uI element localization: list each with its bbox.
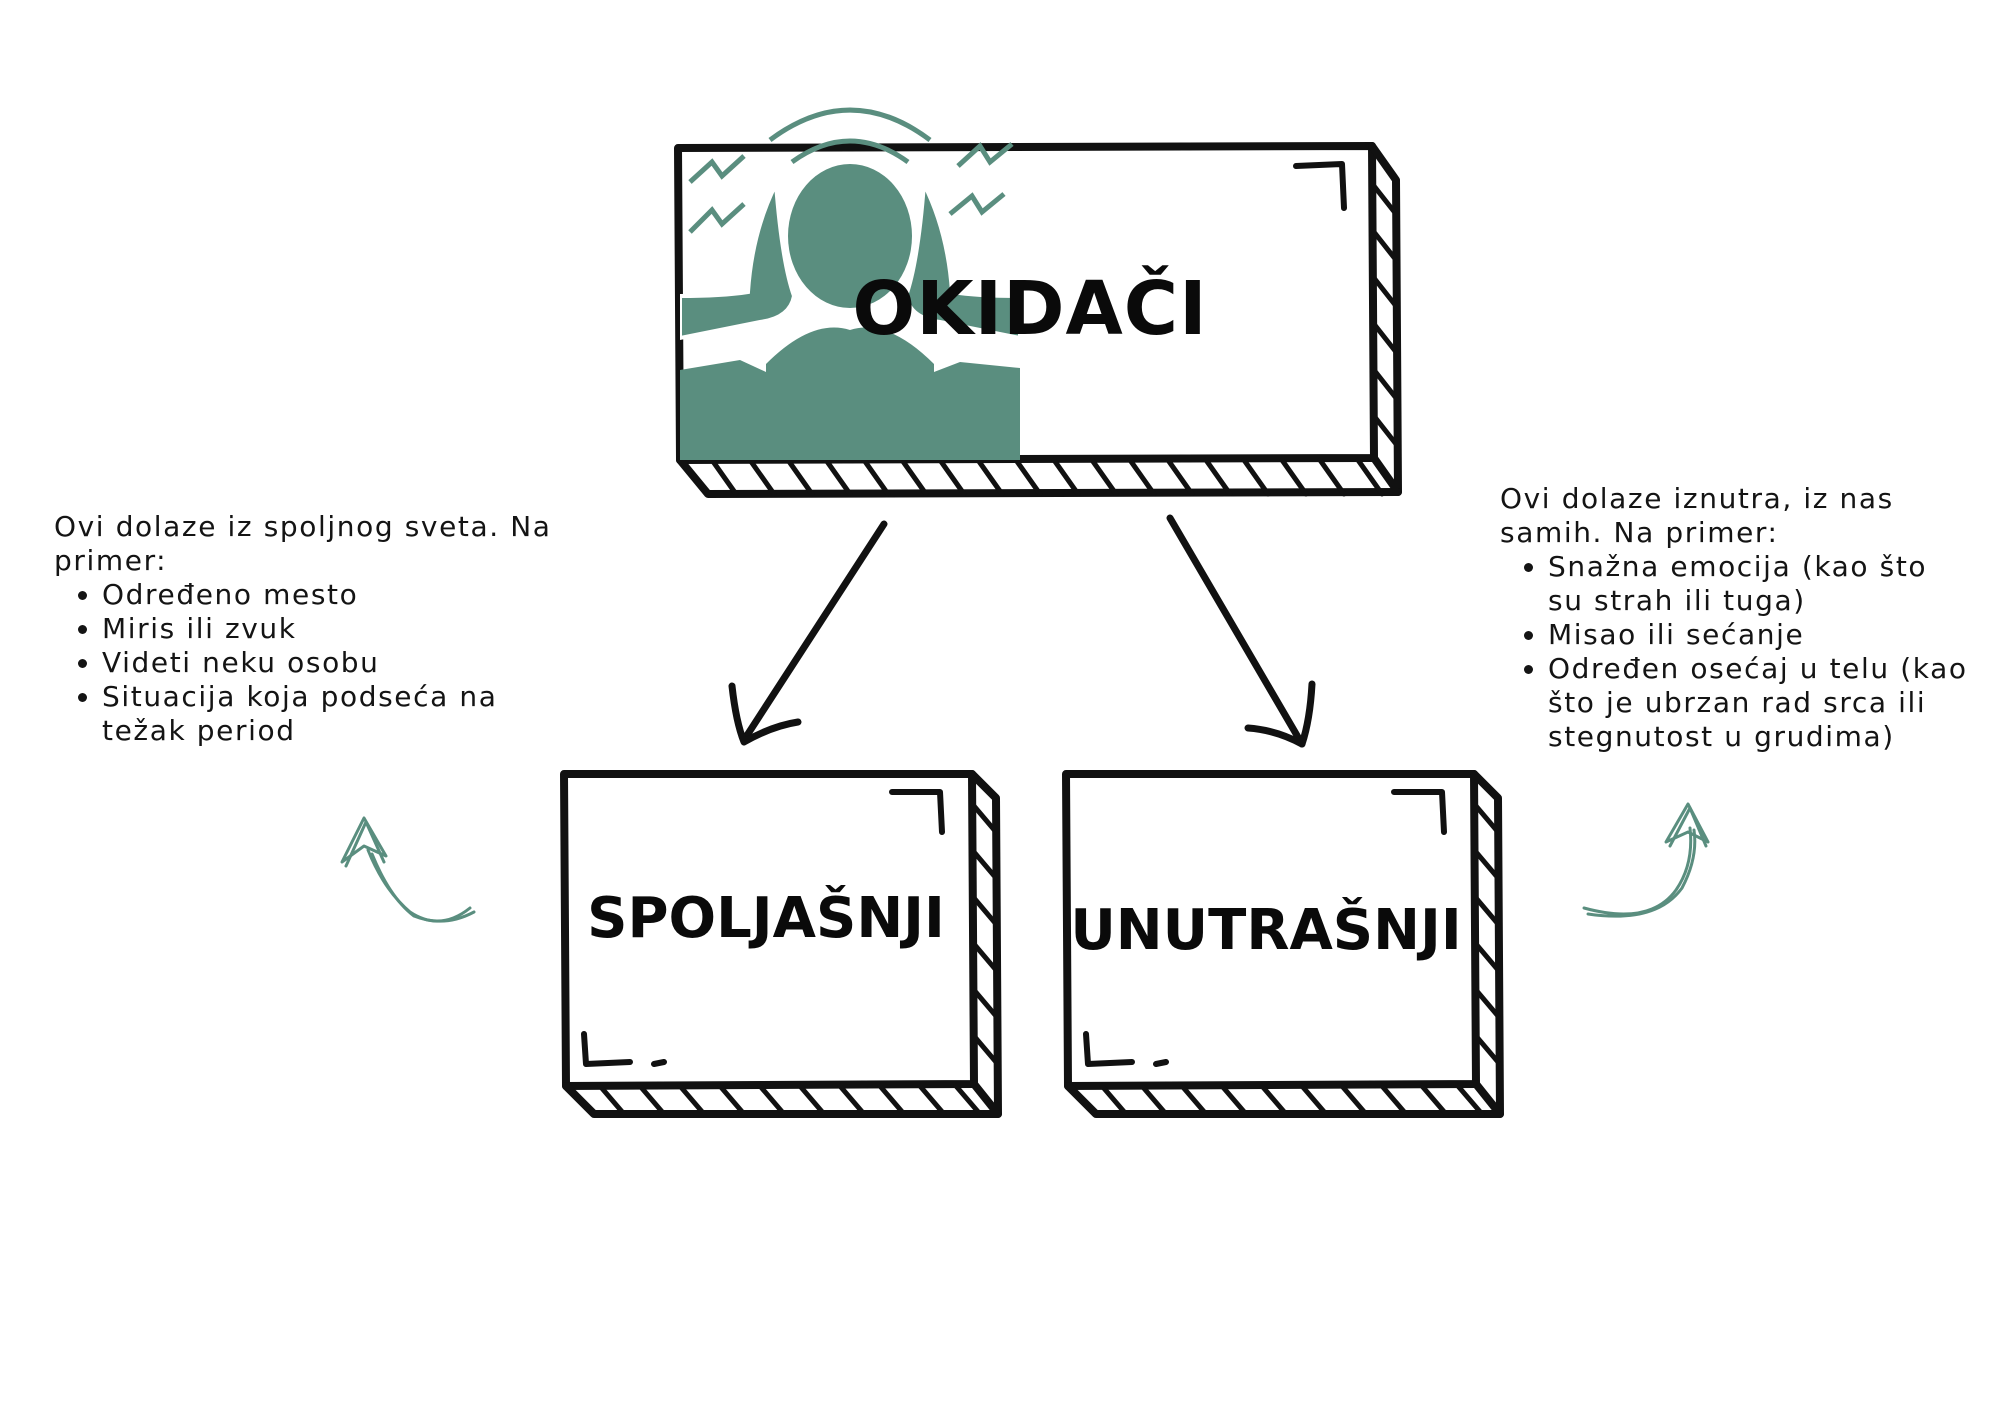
curved-arrow-icon-right <box>1582 802 1710 918</box>
external-note-list: Određeno mesto Miris ili zvuk Videti nek… <box>54 578 554 748</box>
list-item: Misao ili sećanje <box>1548 618 1970 652</box>
stressed-person-icon <box>680 107 1022 460</box>
arrow-to-internal <box>1166 514 1316 748</box>
external-note: Ovi dolaze iz spoljnog sveta. Na primer:… <box>54 510 554 748</box>
list-item: Određeno mesto <box>102 578 554 612</box>
internal-box-hatching <box>1099 803 1501 1117</box>
list-item: Videti neku osobu <box>102 646 554 680</box>
internal-box-title: UNUTRAŠNJI <box>1070 898 1462 963</box>
main-box-title: OKIDAČI <box>852 266 1208 352</box>
list-item: Situacija koja podseća na težak period <box>102 680 554 748</box>
curved-arrow-icon-left <box>340 816 476 923</box>
internal-box <box>1062 770 1504 1118</box>
external-box <box>560 770 1002 1118</box>
list-item: Miris ili zvuk <box>102 612 554 646</box>
main-box <box>674 142 1402 498</box>
arrow-to-external <box>728 520 888 746</box>
internal-note-intro: Ovi dolaze iznutra, iz nas samih. Na pri… <box>1500 482 1894 549</box>
internal-note-list: Snažna emocija (kao što su strah ili tug… <box>1500 550 1970 754</box>
external-box-hatching <box>597 803 999 1117</box>
list-item: Određen osećaj u telu (kao što je ubrzan… <box>1548 652 1970 754</box>
list-item: Snažna emocija (kao što su strah ili tug… <box>1548 550 1970 618</box>
external-box-title: SPOLJAŠNJI <box>587 886 945 951</box>
external-note-intro: Ovi dolaze iz spoljnog sveta. Na primer: <box>54 510 552 577</box>
internal-note: Ovi dolaze iznutra, iz nas samih. Na pri… <box>1500 482 1970 754</box>
main-box-hatching <box>709 183 1399 497</box>
